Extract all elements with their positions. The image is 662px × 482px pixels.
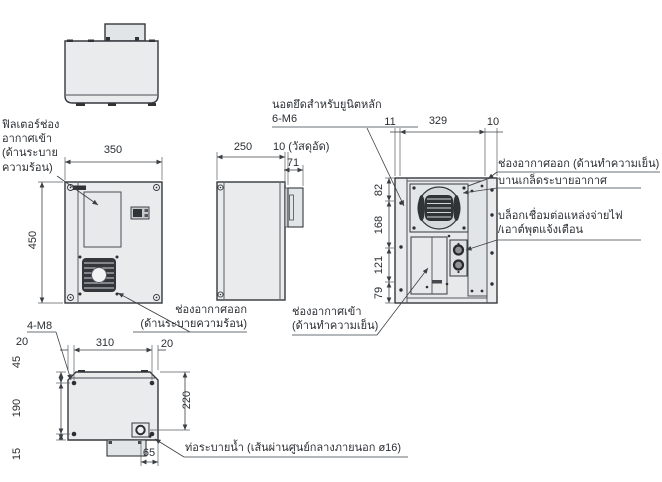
dim-bottom-v3: 15 xyxy=(11,447,23,461)
dim-front-height: 450 xyxy=(27,230,39,250)
brand-logo xyxy=(73,185,86,190)
rear-view xyxy=(394,177,498,304)
corner-screw-icon xyxy=(217,184,224,298)
dim-flange-depth: 71 xyxy=(286,157,300,169)
dim-bottom-hole-pitch: 310 xyxy=(95,337,115,349)
dim-rear-v4: 79 xyxy=(373,286,385,300)
dim-front-width: 350 xyxy=(103,144,123,156)
dim-bottom-v1: 45 xyxy=(11,355,23,369)
air-inlet-panel xyxy=(410,236,448,295)
mounting-hole-icon xyxy=(71,380,155,437)
dim-drain-offset: 65 xyxy=(142,447,156,459)
connector-block-icon xyxy=(449,239,468,277)
front-view xyxy=(64,181,163,304)
rear-fan-icon xyxy=(417,186,461,230)
side-view xyxy=(216,181,304,301)
filter-inlet-label: ฟิลเตอร์ช่อง อากาศเข้า (ด้านระบาย ความร้… xyxy=(2,119,60,174)
main-unit-nuts-label: นอตยึดสำหรับยูนิตหลัก 6-M6 xyxy=(272,99,382,125)
drain-outlet-icon xyxy=(131,422,152,438)
air-outlet-cooling-label: ช่องอากาศออก (ด้านทำความเย็น) xyxy=(498,158,660,170)
dim-bottom-offset-right: 20 xyxy=(160,338,174,350)
dim-bottom-depth-to-drain: 220 xyxy=(181,390,193,410)
dim-rear-v3: 121 xyxy=(373,255,385,275)
top-view xyxy=(64,23,159,106)
corner-screw-icon xyxy=(67,184,160,301)
dim-rear-width: 329 xyxy=(428,115,448,127)
air-outlet-heat-label: ช่องอากาศออก (ด้านระบายความร้อน) xyxy=(140,304,247,331)
front-fan-grille-icon xyxy=(78,255,119,296)
dim-side-depth: 250 xyxy=(233,141,253,153)
power-alarm-block-label: บล็อกเชื่อมต่อแหล่งจ่ายไฟ /เอาต์พุตแจ้งเ… xyxy=(498,210,623,236)
rail-nut-icon xyxy=(399,188,494,292)
dim-rear-v2: 168 xyxy=(373,215,385,235)
drain-pipe-label: ท่อระบายน้ำ (เส้นผ่านศูนย์กลางภายนอก ø16… xyxy=(185,442,402,454)
duct-flange xyxy=(287,187,304,228)
dim-rear-offset-right: 10 xyxy=(486,116,500,128)
dim-rear-offset-left: 11 xyxy=(384,116,396,128)
vent-louver-label: บานเกล็ดระบายอากาศ xyxy=(498,175,608,187)
dimension-lines xyxy=(38,128,503,466)
air-inlet-cooling-label: ช่องอากาศเข้า (ด้านทำความเย็น) xyxy=(292,306,379,333)
dim-bottom-offset-left: 20 xyxy=(15,336,29,348)
dim-rear-v1: 82 xyxy=(373,183,385,197)
packing-note-label: 10 (วัสดุอัด) xyxy=(273,141,330,153)
mounting-bolts-label: 4-M8 xyxy=(27,320,53,332)
leader-lines xyxy=(27,126,660,458)
louver-door xyxy=(467,178,488,297)
dim-bottom-v2: 190 xyxy=(11,398,23,418)
filter-panel xyxy=(83,191,122,248)
bottom-flange xyxy=(106,439,147,457)
control-display xyxy=(130,206,150,220)
bottom-view xyxy=(67,370,159,457)
